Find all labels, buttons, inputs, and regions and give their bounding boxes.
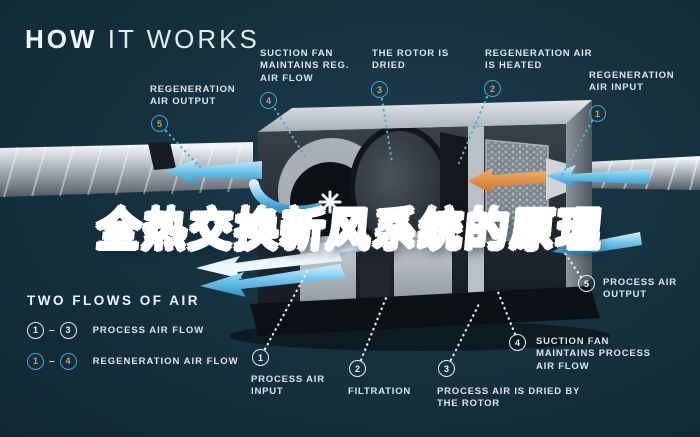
legend-regeneration-to-number: 4 (59, 352, 77, 370)
callout-process-2-label: FILTRATION (348, 386, 412, 397)
air-flow-arrows (166, 158, 650, 297)
heat-exchanger-unit (250, 100, 600, 336)
machine-base (250, 286, 600, 336)
rotor-side (440, 132, 468, 246)
callout-regeneration-4-number: 4 (260, 92, 277, 109)
callout-process-2-number: 2 (349, 360, 366, 377)
process-input-arrow-white (196, 249, 342, 279)
fan-blades-icon (318, 190, 342, 214)
callout-process-5-label: PROCESS AIR OUTPUT (603, 277, 677, 301)
legend-regeneration-from-number: 1 (27, 352, 44, 370)
callout-process-4-number: 4 (509, 334, 526, 351)
honeycomb-matrix (485, 139, 549, 243)
callout-process-3-label: PROCESS AIR IS DRIED BY THE ROTOR (437, 386, 580, 410)
regeneration-output-arrow (166, 158, 262, 186)
legend-row-process: 1 – 3 PROCESS AIR FLOW (27, 321, 239, 339)
callout-process-1-label: PROCESS AIR INPUT (251, 374, 325, 398)
callout-regeneration-4-label: SUCTION FAN MAINTAINS REG. AIR FLOW (260, 48, 350, 84)
callout-process-5-number: 5 (578, 275, 595, 292)
heater-element (468, 168, 558, 194)
leader-lines-regeneration (164, 95, 594, 181)
overlay-title-chinese: 全热交换新风系统的原理 (93, 205, 605, 256)
callout-regeneration-2-number: 2 (484, 80, 501, 97)
legend-process-from-number: 1 (27, 321, 44, 339)
callout-regeneration-3-number: 3 (371, 81, 388, 98)
lower-panel-right (394, 230, 452, 304)
callout-process-4-label: SUCTION FAN MAINTAINS PROCESS AIR FLOW (536, 336, 651, 372)
page-title-bold: HOW (25, 24, 98, 54)
legend-heading: TWO FLOWS OF AIR (27, 293, 200, 308)
lower-machinery (360, 250, 390, 302)
callout-regeneration-5-label: REGENERATION AIR OUTPUT (150, 84, 236, 108)
legend-two-flows: TWO FLOWS OF AIR 1 – 3 PROCESS AIR FLOW … (27, 293, 239, 370)
callout-process-3-number: 3 (438, 360, 455, 377)
fan-swoosh-arrow (249, 179, 323, 216)
callout-regeneration-1-label: REGENERATION AIR INPUT (589, 70, 675, 94)
leader-lines-process (263, 250, 583, 362)
callout-regeneration-1-number: 1 (589, 105, 606, 122)
page-title: HOW IT WORKS (25, 24, 260, 55)
legend-dash: – (49, 324, 55, 336)
regeneration-input-arrow (546, 165, 650, 188)
duct-cutaway-opening (148, 142, 176, 170)
page-title-light: IT WORKS (97, 24, 260, 54)
process-input-arrow-blue (200, 264, 346, 297)
legend-regeneration-label: REGENERATION AIR FLOW (92, 355, 239, 367)
legend-process-label: PROCESS AIR FLOW (92, 324, 205, 336)
legend-row-regeneration: 1 – 4 REGENERATION AIR FLOW (27, 352, 239, 370)
callout-regeneration-2-label: REGENERATION AIR IS HEATED (485, 48, 593, 72)
legend-dash: – (49, 355, 55, 367)
callout-process-1-number: 1 (252, 349, 269, 366)
callout-regeneration-5-number: 5 (151, 115, 168, 132)
divider-panel (468, 126, 484, 305)
callout-regeneration-3-label: THE ROTOR IS DRIED (372, 48, 449, 72)
machine-top-face (258, 100, 592, 132)
process-output-arrow (552, 232, 642, 255)
legend-process-to-number: 3 (59, 321, 77, 339)
